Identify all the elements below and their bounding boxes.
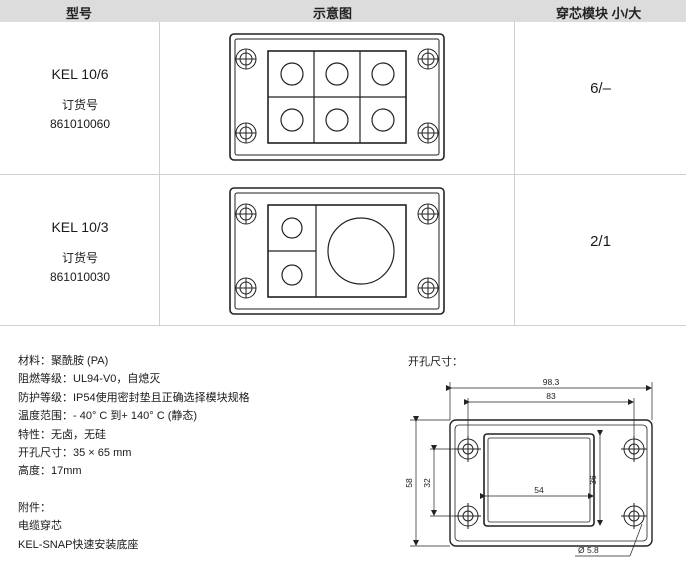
header-module-size: 穿芯模块 小/大 xyxy=(556,6,642,21)
dim-overall-width: 98.3 xyxy=(543,377,560,387)
model-name: KEL 10/6 xyxy=(51,66,109,82)
cutout-dimension-drawing: 98.3 83 54 36 58 32 Ø 5.8 xyxy=(404,377,653,557)
module-ratio-row-1: 6/– xyxy=(590,80,611,97)
table-bottom-line xyxy=(0,325,686,326)
diagram-kel-10-6 xyxy=(229,33,445,161)
table-row-1-model: KEL 10/6 订货号 861010060 xyxy=(0,66,160,131)
order-label: 订货号 xyxy=(61,251,98,265)
row-divider xyxy=(0,174,686,175)
spec-height: 高度：17mm xyxy=(18,465,82,478)
spec-flammability: 阻燃等级：UL94-V0，自熄灭 xyxy=(18,373,161,386)
header-model: 型号 xyxy=(66,6,93,21)
header-diagram: 示意图 xyxy=(313,6,353,21)
dim-hole-spacing: 32 xyxy=(422,478,432,488)
accessory-item: 电缆穿芯 xyxy=(18,520,62,533)
spec-cutout-size: 开孔尺寸：35 × 65 mm xyxy=(18,447,132,460)
dim-opening-height: 36 xyxy=(588,475,598,485)
spec-temperature: 温度范围：- 40° C 到+ 140° C (静态) xyxy=(18,410,198,423)
accessory-item: KEL-SNAP快速安装底座 xyxy=(18,538,139,551)
order-label: 订货号 xyxy=(61,98,98,112)
accessories-title: 附件： xyxy=(18,501,51,514)
dim-inner-width: 83 xyxy=(546,391,556,401)
model-name: KEL 10/3 xyxy=(51,219,109,235)
diagram-kel-10-3 xyxy=(229,187,445,315)
table-header: 型号 示意图 穿芯模块 小/大 xyxy=(0,0,686,22)
spec-protection: 防护等级：IP54使用密封垫且正确选择模块规格 xyxy=(18,391,250,404)
spec-material: 材料：聚酰胺 (PA) xyxy=(18,355,109,367)
dim-overall-height: 58 xyxy=(404,478,414,488)
spec-features: 特性：无卤，无硅 xyxy=(18,428,106,441)
cutout-title: 开孔尺寸： xyxy=(408,356,463,368)
order-number: 861010060 xyxy=(49,117,111,131)
table-row-2-model: KEL 10/3 订货号 861010030 xyxy=(0,219,160,284)
specifications: 材料：聚酰胺 (PA) 阻燃等级：UL94-V0，自熄灭 防护等级：IP54使用… xyxy=(18,352,250,554)
order-number: 861010030 xyxy=(49,270,111,284)
dim-hole-diameter: Ø 5.8 xyxy=(578,545,599,555)
dim-opening-width: 54 xyxy=(534,485,544,495)
module-ratio-row-2: 2/1 xyxy=(590,233,611,250)
